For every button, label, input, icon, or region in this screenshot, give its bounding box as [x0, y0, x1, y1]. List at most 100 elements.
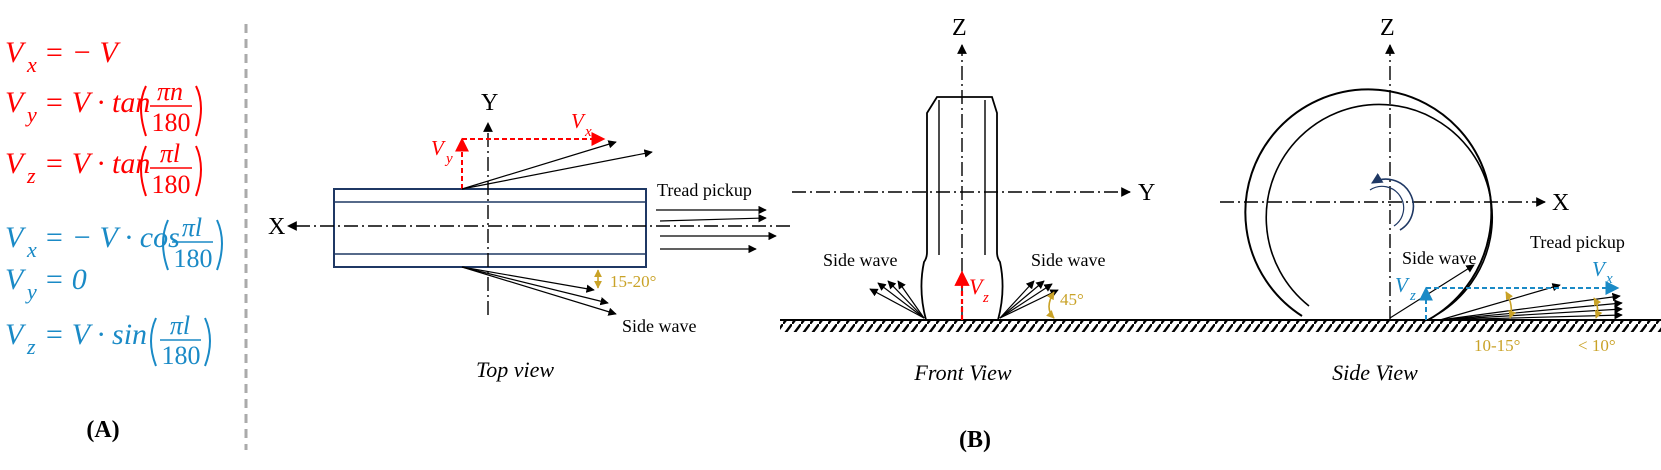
side-vz-var: V [1395, 273, 1410, 297]
front-right-wave-arrow-1 [999, 280, 1035, 319]
front-angle-marker [1046, 291, 1055, 319]
front-vz-sub: z [982, 290, 989, 306]
top-vy-sub: y [444, 151, 453, 167]
top-tread-arrow-2 [659, 214, 767, 223]
eq3-sub: z [26, 163, 36, 188]
eq6-den: 180 [162, 341, 201, 370]
front-side-wave-right-label: Side wave [1031, 250, 1105, 270]
top-view: X Y V y V x Tread pickup Side wave 15-20… [268, 90, 790, 382]
eq5-rhs: = 0 [44, 263, 87, 296]
side-x-label: X [1552, 190, 1569, 216]
front-y-label: Y [1138, 180, 1155, 206]
panel-a-equations: V x = − V V y = V · tan πn 180 V z = V ·… [5, 36, 223, 443]
side-angle-marker-right [1593, 297, 1603, 319]
side-tread-arrow-5 [1439, 283, 1561, 321]
side-tread-pickup-label: Tread pickup [1530, 232, 1625, 252]
eq2-paren-right [195, 85, 202, 137]
eq1-lhs: V [5, 36, 27, 69]
top-vy-var: V [431, 136, 446, 160]
equation-6: V z = V · sin πl 180 [5, 311, 211, 370]
eq2-paren-left [140, 85, 147, 137]
front-angle-label: 45° [1060, 290, 1084, 309]
top-sidewave-arrow-1 [461, 266, 595, 293]
side-view-caption: Side View [1332, 360, 1418, 385]
panel-a-label: (A) [86, 417, 119, 443]
equation-5: V y = 0 [5, 263, 87, 304]
side-angle-left-label: 10-15° [1474, 336, 1520, 355]
eq3-lhs: V [5, 147, 27, 180]
front-view-caption: Front View [913, 360, 1011, 385]
eq2-lhs: V [5, 86, 27, 119]
front-right-wave-arrow-3 [999, 283, 1053, 319]
side-tread-arrow-3 [1439, 305, 1623, 321]
eq1-sub: x [26, 52, 37, 77]
ground-hatch [780, 320, 1661, 332]
equation-4: V x = − V · cos πl 180 [5, 213, 223, 273]
side-vx-var: V [1592, 257, 1607, 281]
eq6-paren-left [150, 317, 157, 367]
top-side-wave-label: Side wave [622, 316, 696, 336]
eq6-num: πl [170, 311, 190, 340]
eq2-num: πn [157, 77, 183, 106]
eq6-sub: z [26, 334, 36, 359]
equation-3: V z = V · tan πl 180 [5, 139, 202, 199]
top-splash-arrow-2 [461, 149, 653, 190]
eq4-rhs: = − V · cos [44, 221, 180, 254]
eq2-rhs: = V · tan [44, 86, 150, 119]
eq4-paren-left [162, 219, 169, 271]
eq5-lhs: V [5, 263, 27, 296]
eq4-lhs: V [5, 221, 27, 254]
front-side-wave-left-label: Side wave [823, 250, 897, 270]
side-angle-right-label: < 10° [1578, 336, 1616, 355]
front-left-wave-arrow-2 [877, 282, 925, 319]
side-view: Z X Side wave Tread pickup V z V x 10-15… [1220, 15, 1625, 385]
front-view: Z Y V z Side wave Side wave 45° Front Vi… [780, 15, 1661, 385]
eq6-rhs: = V · sin [44, 318, 147, 351]
side-tread-arrow-4 [1439, 311, 1623, 321]
side-tire-inner [1265, 103, 1494, 315]
side-tread-arrow-2 [1439, 299, 1623, 321]
eq4-num: πl [182, 213, 202, 242]
top-view-caption: Top view [476, 357, 554, 382]
top-sidewave-arrow-2 [461, 266, 609, 306]
front-tire-profile [920, 96, 1004, 321]
front-z-label: Z [952, 15, 967, 41]
front-vz-var: V [969, 274, 985, 299]
eq3-num: πl [160, 139, 180, 168]
eq3-paren-left [140, 145, 147, 197]
eq4-paren-right [216, 219, 223, 271]
eq1-rhs: = − V [44, 36, 121, 69]
front-left-wave-arrow-3 [887, 280, 925, 319]
side-rotation-arrow-inner [1369, 185, 1405, 227]
eq3-paren-right [195, 145, 202, 197]
side-vx-sub: x [1605, 271, 1613, 287]
top-y-label: Y [481, 90, 498, 116]
side-tread-arrow-1 [1439, 292, 1621, 321]
side-vz-sub: z [1409, 288, 1416, 304]
side-z-label: Z [1380, 15, 1395, 41]
side-angle-marker-left [1505, 291, 1517, 319]
eq3-den: 180 [152, 170, 191, 199]
eq6-lhs: V [5, 318, 27, 351]
eq6-paren-right [204, 317, 211, 367]
front-left-wave-arrow-4 [897, 280, 925, 319]
eq5-sub: y [25, 279, 37, 304]
top-angle-label: 15-20° [610, 272, 656, 291]
tire-outline-top [333, 188, 647, 268]
eq4-sub: x [26, 237, 37, 262]
equation-1: V x = − V [5, 36, 121, 77]
equation-2: V y = V · tan πn 180 [5, 77, 202, 137]
side-tire-outer [1244, 88, 1493, 321]
eq3-rhs: = V · tan [44, 147, 150, 180]
top-vx-var: V [571, 109, 586, 133]
side-rotation-arrow [1371, 173, 1415, 231]
top-x-label: X [268, 214, 285, 240]
top-vx-sub: x [584, 124, 592, 140]
front-left-wave-arrow-1 [869, 288, 925, 319]
front-right-wave-arrow-2 [999, 280, 1045, 319]
eq4-den: 180 [174, 244, 213, 273]
eq2-sub: y [25, 102, 37, 127]
side-side-wave-label: Side wave [1402, 248, 1476, 268]
top-tread-pickup-label: Tread pickup [657, 180, 752, 200]
